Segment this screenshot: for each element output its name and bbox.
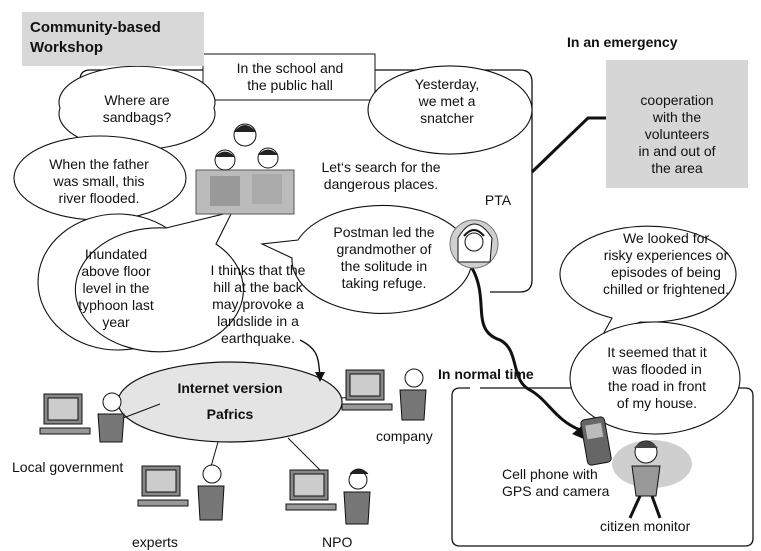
bubble-risky-shape (559, 225, 737, 342)
bubble-flooded-shape (569, 321, 741, 435)
bubble-risky: We looked for risky experiences or episo… (602, 230, 730, 297)
bubble-sandbags: Where are sandbags? (102, 92, 172, 125)
family-group-icon (195, 123, 295, 215)
bubble-father-shape (13, 135, 187, 221)
normal-time-heading: In normal time (438, 366, 534, 382)
emergency-box (606, 60, 748, 188)
pafrics-label: Pafrics (206, 406, 254, 422)
label-experts: experts (132, 534, 178, 550)
bubble-hill: I thinks that the hill at the back may p… (210, 262, 306, 346)
link-local-government (117, 403, 161, 421)
emergency-heading: In an emergency (567, 34, 678, 50)
workshop-frame (79, 69, 533, 293)
label-pta: PTA (484, 192, 512, 208)
link-npo (287, 437, 321, 471)
citizen-girl-icon (612, 440, 692, 519)
bubble-father: When the father was small, this river fl… (49, 156, 149, 206)
pta-mother-icon (449, 219, 499, 269)
label-citizen-monitor: citizen monitor (600, 518, 691, 534)
label-local-government: Local government (12, 459, 124, 475)
label-npo: NPO (322, 534, 353, 550)
bubble-postman: Postman led the grandmother of the solit… (333, 224, 435, 291)
pta-to-phone-arrow (470, 267, 581, 432)
bubble-inundated: Inundated above floor level in the typho… (78, 246, 154, 330)
venue-box (202, 53, 376, 101)
label-company: company (376, 428, 433, 444)
label-cell-phone: Cell phone with GPS and camera (502, 466, 610, 499)
cell-phone-icon (580, 416, 612, 466)
emergency-box-text: cooperation with the volunteers in and o… (638, 92, 716, 176)
diagram-title: Community-based Workshop (30, 19, 161, 56)
bubble-snatcher: Yesterday, we met a snatcher (414, 76, 480, 126)
bubble-search: Let‘s search for the dangerous places. (321, 159, 441, 192)
computer-user-icon (39, 368, 427, 525)
venue-text: In the school and the public hall (236, 60, 344, 93)
bubble-snatcher-shape (367, 65, 533, 155)
normal-time-frame (451, 387, 754, 547)
internet-version-label: Internet version (177, 380, 283, 396)
emergency-connector (530, 116, 606, 174)
internet-ellipse (117, 361, 343, 443)
bubble-hill-shape (74, 211, 244, 353)
hill-to-internet-arrowhead (315, 372, 325, 382)
title-box (22, 12, 204, 66)
bubble-flooded: It seemed that it was flooded in the roa… (607, 344, 707, 411)
